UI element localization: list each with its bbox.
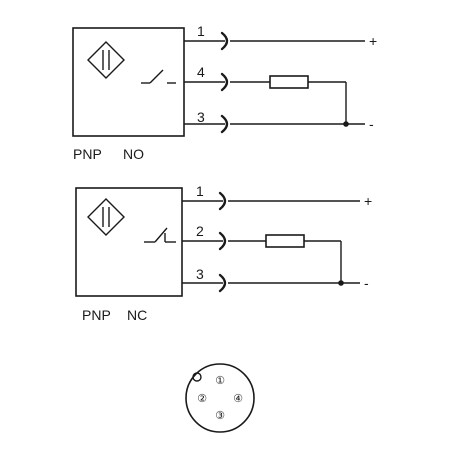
pin-number: 3	[196, 266, 204, 282]
output-type-label: PNP	[73, 146, 102, 162]
connector-pin-1: ①	[215, 375, 225, 387]
junction-dot	[338, 280, 344, 286]
connector-contact-icon	[218, 231, 227, 251]
connector-face: ① ② ③ ④	[185, 363, 255, 433]
sensor-symbol-icon	[87, 198, 125, 236]
polarity-sign: +	[364, 193, 372, 209]
junction-dot	[343, 121, 349, 127]
pin-number: 2	[196, 223, 204, 239]
contact-type-label: NO	[123, 146, 144, 162]
connector-contact-icon	[218, 273, 227, 293]
load-resistor	[269, 75, 309, 89]
connector-contact-icon	[218, 191, 227, 211]
connector-contact-icon	[220, 114, 229, 134]
connector-outline	[185, 363, 255, 433]
sensor-body	[72, 27, 185, 137]
connector-pin-3: ③	[215, 410, 225, 422]
pin-number: 1	[197, 23, 205, 39]
output-type-label: PNP	[82, 307, 111, 323]
connector-contact-icon	[220, 31, 229, 51]
connector-pin-2: ②	[197, 393, 207, 405]
load-resistor	[265, 234, 305, 248]
polarity-sign: +	[369, 33, 377, 49]
connector-contact-icon	[220, 72, 229, 92]
pin-number: 3	[197, 109, 205, 125]
diagram-pnp-no: 1 4 3 + - PNP NO	[72, 23, 377, 162]
nc-switch-icon	[144, 227, 176, 243]
sensor-symbol-icon	[87, 41, 125, 79]
coding-key-icon	[192, 372, 202, 382]
pin-number: 1	[196, 183, 204, 199]
no-switch-icon	[141, 69, 176, 84]
contact-type-label: NC	[127, 307, 147, 323]
diagram-pnp-nc: 1 2 3 + - PNP NC	[75, 183, 372, 323]
pin-number: 4	[197, 64, 205, 80]
connector-pin-4: ④	[233, 393, 243, 405]
polarity-sign: -	[369, 116, 374, 132]
polarity-sign: -	[364, 275, 369, 291]
